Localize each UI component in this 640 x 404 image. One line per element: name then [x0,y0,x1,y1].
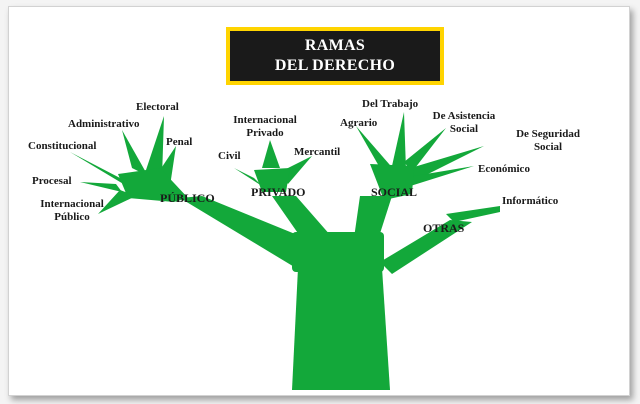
limb-otras [380,220,472,274]
branch-administrativo [122,130,148,176]
category-otras: OTRAS [423,221,465,235]
branch-seguridad-social [404,146,484,182]
trunk-crown [292,232,384,272]
branch-internacional-privado [262,140,280,168]
label-internacional-privado: Internacional Privado [233,114,297,139]
label-penal: Penal [166,136,193,148]
label-informatico: Informático [502,195,559,207]
title-line-1: RAMAS [304,37,366,54]
label-electoral: Electoral [136,101,179,113]
branch-constitucional [70,152,130,188]
branch-internacional-publico [98,190,136,214]
category-social: SOCIAL [371,185,418,199]
title-box: RAMAS DEL DERECHO [226,27,444,85]
branch-procesal [80,182,122,192]
branch-economico [402,166,474,188]
branch-asistencia-social [404,128,446,172]
branch-electoral [144,116,164,178]
label-constitucional: Constitucional [28,140,97,152]
label-economico: Económico [478,163,530,175]
limb-publico [180,196,305,268]
branch-civil [234,168,262,186]
social-hub [370,164,414,200]
title-text: RAMAS DEL DERECHO [230,31,440,81]
label-del-trabajo: Del Trabajo [362,98,419,110]
label-civil: Civil [218,150,241,162]
label-procesal: Procesal [32,175,72,187]
label-seguridad-social: De Seguridad Social [516,128,580,153]
label-mercantil: Mercantil [294,146,341,158]
branch-informatico [446,206,500,222]
publico-hub [118,168,188,202]
label-administrativo: Administrativo [68,118,140,130]
tree-trunk [292,268,390,390]
branch-del-trabajo [392,112,406,170]
label-agrario: Agrario [340,117,378,129]
label-internacional-publico: Internacional Público [40,198,104,223]
category-privado: PRIVADO [251,185,306,199]
title-line-2: DEL DERECHO [274,57,396,74]
privado-hub [254,168,290,192]
branch-agrario [356,126,396,172]
category-publico: PÚBLICO [160,191,215,205]
label-asistencia-social: De Asistencia Social [432,110,496,135]
